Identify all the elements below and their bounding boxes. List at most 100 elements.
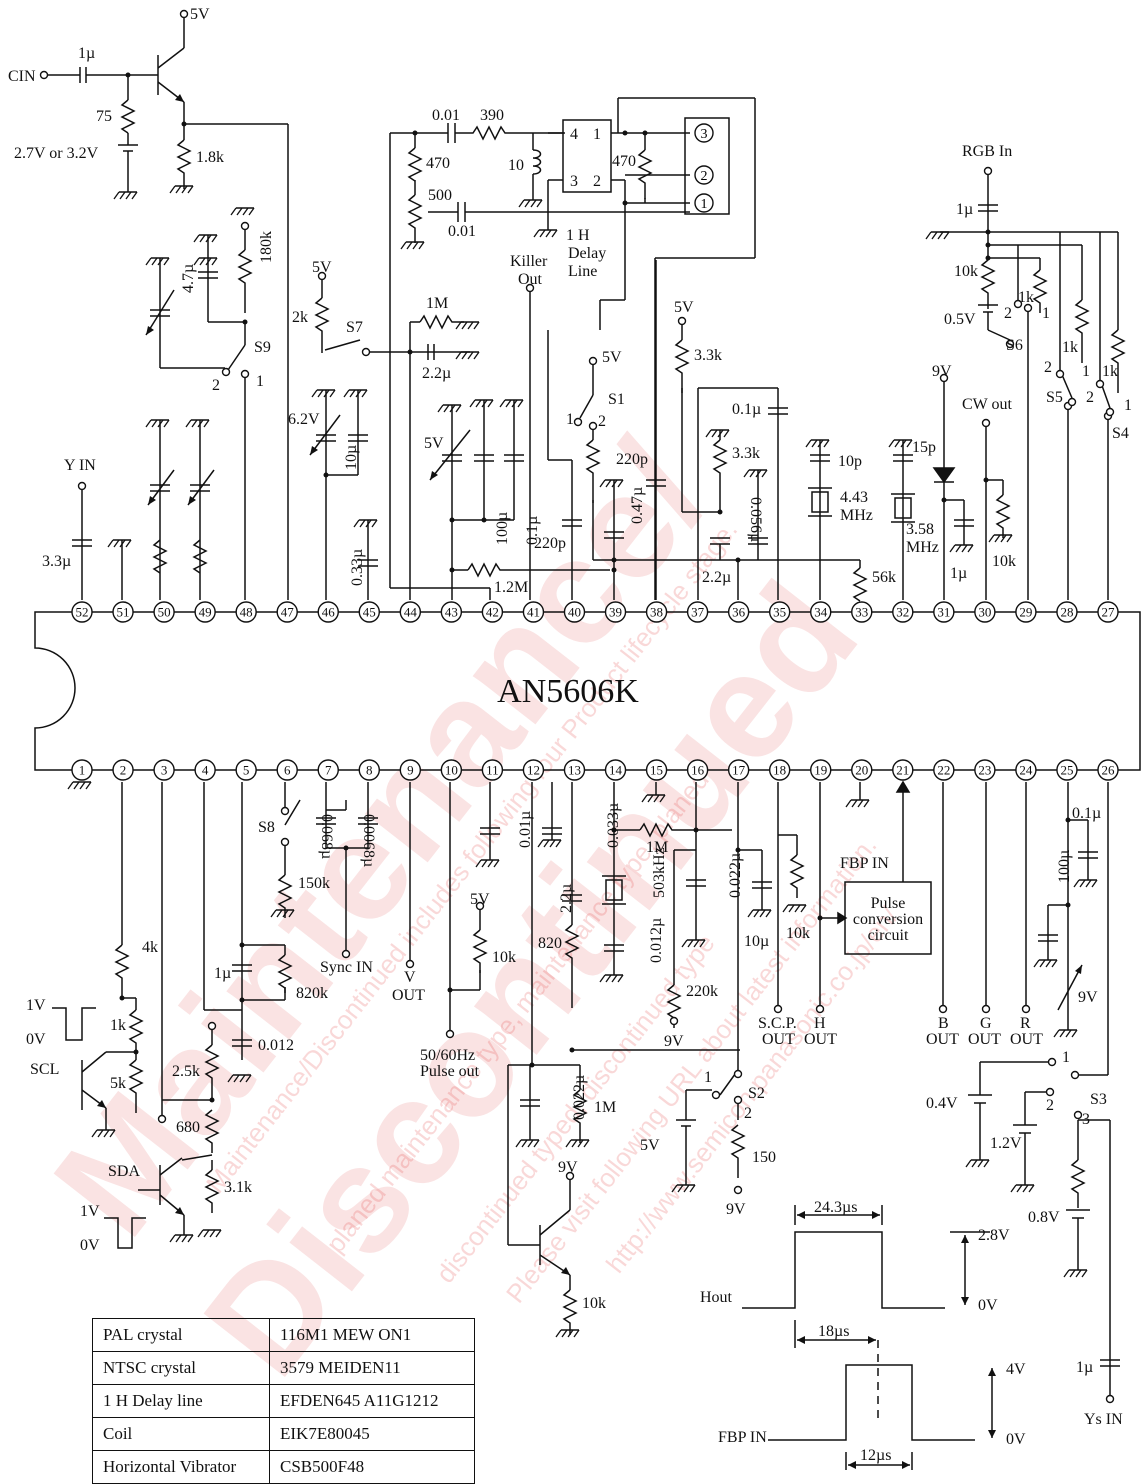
label-820k: 820k (296, 985, 328, 1002)
label-358a: 3.58 (906, 521, 934, 538)
label-hout1: H (814, 1015, 826, 1032)
label-sda: SDA (108, 1163, 140, 1180)
pin-49-label: 49 (199, 605, 212, 620)
label-33k-b: 3.3k (732, 445, 760, 462)
pin-19-label: 19 (814, 763, 827, 778)
component-labels: CIN 5V 1µ 75 2.7V or 3.2V 1.8k 0.01 390 … (8, 6, 1132, 1464)
label-pulse2: Pulse out (420, 1063, 480, 1080)
pin-8-label: 8 (366, 763, 373, 778)
pin-3-label: 3 (161, 763, 168, 778)
dl-pin3: 3 (570, 173, 578, 190)
pin-6-marker (276, 759, 298, 781)
label-5v-s1: 5V (602, 349, 622, 366)
label-0v-h: 0V (978, 1297, 998, 1314)
label-vout1: V (404, 969, 416, 986)
label-1k8: 1.8k (196, 149, 224, 166)
label-443b: MHz (840, 507, 873, 524)
label-4v: 4V (1006, 1361, 1026, 1378)
label-22u-b: 2.2µ (702, 569, 731, 586)
pin-5-marker (235, 759, 257, 781)
label-s1-2: 2 (598, 413, 606, 430)
label-1m: 1M (426, 295, 448, 312)
label-1u-ys: 1µ (1076, 1359, 1093, 1376)
pin-46-marker (317, 601, 339, 623)
label-33u: 3.3µ (42, 553, 71, 570)
pin-16-marker (686, 759, 709, 781)
label-pulse1: 50/60Hz (420, 1047, 475, 1064)
pin-24-marker (1015, 759, 1037, 781)
label-180k: 180k (258, 231, 275, 263)
pin-39-label: 39 (609, 605, 622, 620)
label-08v: 0.8V (1028, 1209, 1060, 1226)
pin-51-label: 51 (117, 605, 130, 620)
label-05v: 0.5V (944, 311, 976, 328)
label-001a: 0.01 (432, 107, 460, 124)
pin-18-marker (768, 759, 791, 781)
label-1k-c: 1k (1102, 363, 1118, 380)
pin-30-marker (974, 601, 996, 623)
pin-10-marker (440, 759, 463, 781)
pin-47-marker (276, 601, 298, 623)
label-31k: 3.1k (224, 1179, 252, 1196)
pin-12-label: 12 (527, 763, 540, 778)
pin-47-label: 47 (281, 605, 295, 620)
pin-28-marker (1056, 601, 1078, 623)
pin-31-marker (933, 601, 955, 623)
pin-48-label: 48 (240, 605, 253, 620)
label-9v-25: 9V (1078, 989, 1098, 1006)
pin-6-label: 6 (284, 763, 291, 778)
node-1: 1 (701, 197, 708, 212)
pin-27-marker (1097, 601, 1119, 623)
pin-11-marker (481, 759, 504, 781)
label-pcc2: conversion (853, 911, 923, 928)
pin-35-label: 35 (773, 605, 786, 620)
pin-23-label: 23 (978, 763, 991, 778)
label-100u-25: 100µ (1056, 850, 1073, 883)
label-s1: S1 (608, 391, 625, 408)
pin-12-marker (522, 759, 545, 781)
label-0068u: 0.068µ (318, 814, 335, 859)
label-bias: 2.7V or 3.2V (14, 145, 99, 162)
label-100u-a: 100µ (494, 512, 511, 545)
pin-25-label: 25 (1060, 763, 1073, 778)
pin-40-marker (563, 601, 586, 623)
dl-pin2: 2 (593, 173, 601, 190)
pin-5-label: 5 (243, 763, 250, 778)
pin-4-label: 4 (202, 763, 209, 778)
label-s9-1: 1 (256, 373, 264, 390)
pin-43-marker (440, 601, 463, 623)
label-s9: S9 (254, 339, 271, 356)
node-3: 3 (701, 127, 708, 142)
pin-14-marker (604, 759, 627, 781)
label-75: 75 (96, 108, 112, 125)
pin-50-label: 50 (158, 605, 171, 620)
label-150: 150 (752, 1149, 776, 1166)
pin-33-label: 33 (855, 605, 868, 620)
pin-3-marker (153, 759, 175, 781)
pin-27-label: 27 (1102, 605, 1116, 620)
pin-42-label: 42 (486, 605, 499, 620)
label-s8: S8 (258, 819, 275, 836)
label-10p: 10p (838, 453, 862, 470)
label-s4-1: 1 (1124, 397, 1132, 414)
pin-45-label: 45 (363, 605, 376, 620)
label-1u-rgb: 1µ (956, 201, 973, 218)
label-0012u: 0.012µ (648, 918, 665, 963)
pin-49-marker (194, 601, 216, 623)
label-l10: 10 (508, 157, 524, 174)
pin-48-marker (235, 601, 257, 623)
label-s7: S7 (346, 319, 363, 336)
pin-7-marker (317, 759, 339, 781)
parts-label: Coil (92, 1417, 270, 1451)
pin-29-label: 29 (1019, 605, 1032, 620)
pin-42-marker (481, 601, 504, 623)
dl-pin1: 1 (593, 126, 601, 143)
pin-36-marker (727, 601, 750, 623)
pin-44-marker (399, 601, 422, 623)
label-s3: S3 (1090, 1091, 1107, 1108)
label-delay1: 1 H (566, 227, 590, 244)
pin-41-label: 41 (527, 605, 540, 620)
